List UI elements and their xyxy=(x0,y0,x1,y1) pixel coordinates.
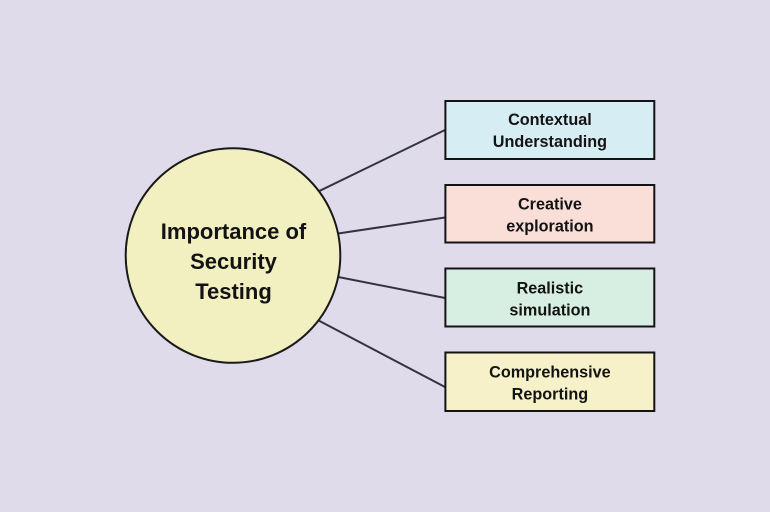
svg-text:Testing: Testing xyxy=(195,279,272,304)
svg-text:Realistic: Realistic xyxy=(517,280,584,298)
svg-text:Creative: Creative xyxy=(518,196,582,214)
svg-text:simulation: simulation xyxy=(509,302,590,320)
svg-text:Understanding: Understanding xyxy=(493,133,607,151)
svg-text:Importance of: Importance of xyxy=(161,219,307,244)
svg-text:Contextual: Contextual xyxy=(508,111,592,129)
svg-text:Security: Security xyxy=(190,249,278,274)
svg-text:Reporting: Reporting xyxy=(512,386,588,404)
svg-text:Comprehensive: Comprehensive xyxy=(489,364,610,382)
svg-text:exploration: exploration xyxy=(506,218,593,236)
